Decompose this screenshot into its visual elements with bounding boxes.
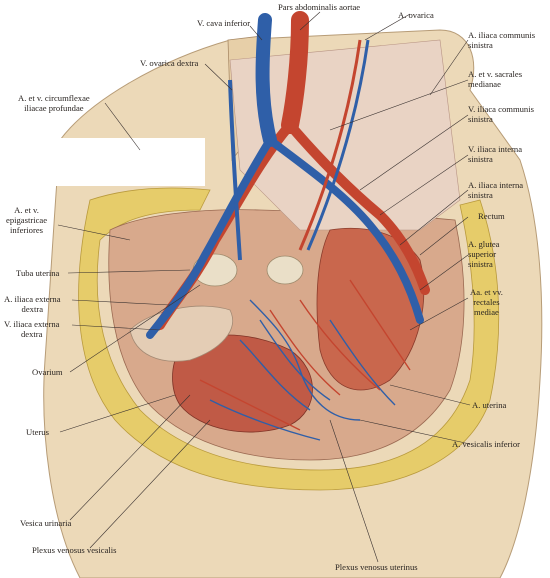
- label-v-ovarica-dextra: V. ovarica dextra: [140, 58, 199, 68]
- label-pars-abdominalis: Pars abdominalis aortae: [278, 2, 361, 12]
- label-uterus: Uterus: [26, 427, 49, 437]
- right-common-iliac-vein: [146, 136, 274, 339]
- left-ovarian-vein: [306, 39, 370, 251]
- vena-cava: [255, 13, 277, 147]
- aorta: [281, 11, 309, 134]
- label-ovarium: Ovarium: [32, 367, 63, 377]
- left-ovary: [266, 255, 304, 285]
- blank-patch: [0, 138, 205, 186]
- left-ovarian-artery: [298, 39, 362, 251]
- label-rectum: Rectum: [478, 211, 505, 221]
- leader-lines: [57, 11, 471, 563]
- venous-plexus: [199, 279, 411, 441]
- label-plexus-uterinus: Plexus venosus uterinus: [335, 562, 418, 572]
- right-ovarian-vein: [228, 79, 242, 261]
- label-v-cava-inferior: V. cava inferior: [197, 18, 251, 28]
- left-common-iliac-vein: [266, 136, 424, 324]
- label-a-vesicalis: A. vesicalis inferior: [452, 439, 521, 449]
- label-tuba-uterina: Tuba uterina: [16, 268, 60, 278]
- uterus: [172, 334, 313, 433]
- left-common-iliac-artery: [285, 120, 430, 295]
- fat-layer: [78, 187, 500, 491]
- label-a-uterina: A. uterina: [472, 400, 507, 410]
- label-a-ovarica: A. ovarica: [398, 10, 434, 20]
- label-vesica-urinaria: Vesica urinaria: [20, 518, 72, 528]
- label-plexus-vesicalis: Plexus venosus vesicalis: [32, 545, 117, 555]
